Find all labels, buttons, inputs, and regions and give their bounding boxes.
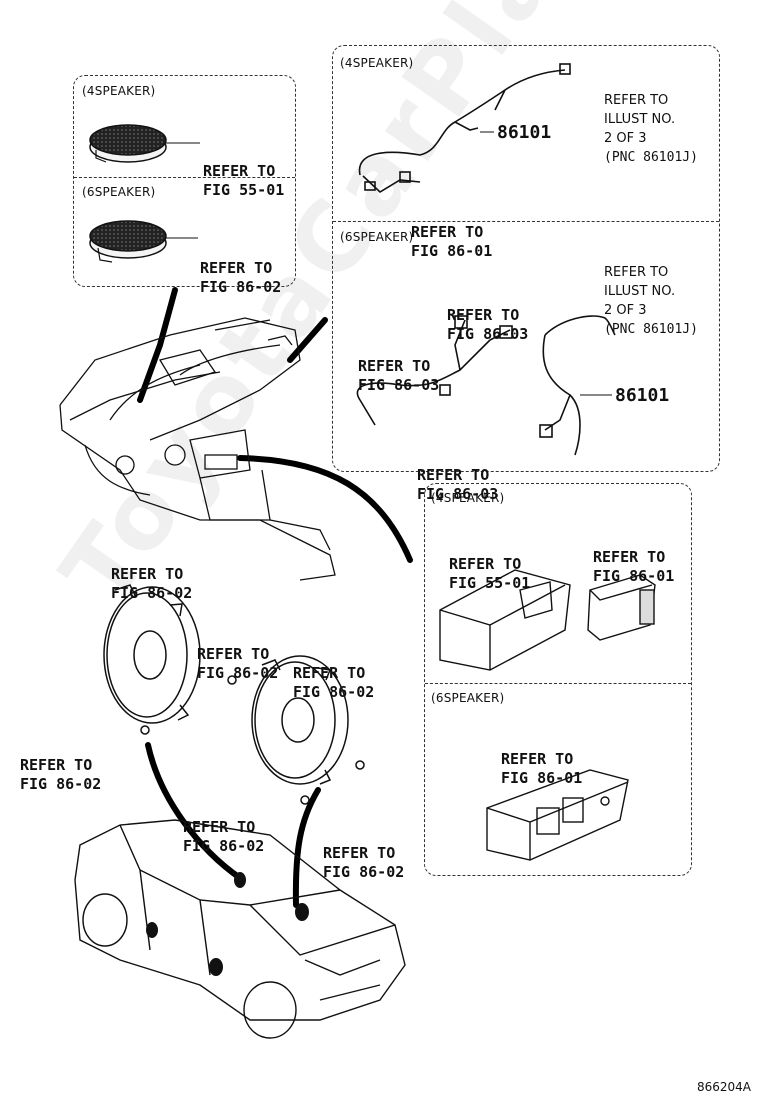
section-label-harness-6speaker: (6SPEAKER) (340, 230, 414, 244)
part-number-harness-4speaker[interactable]: 86101 (497, 122, 552, 143)
tweeter-panel (73, 75, 296, 287)
part-number-harness-6speaker[interactable]: 86101 (615, 385, 670, 406)
harness-4speaker-image (358, 63, 571, 193)
section-label-harness-4speaker: (4SPEAKER) (340, 56, 414, 70)
car-illustration (74, 819, 406, 1039)
switch-panel (424, 483, 692, 876)
section-label-tweeter-4speaker: (4SPEAKER) (82, 84, 156, 98)
rear-speaker-image (251, 655, 365, 805)
harness-6speaker-image (356, 315, 616, 456)
section-label-switch-6speaker: (6SPEAKER) (431, 691, 505, 705)
front-speaker-image (103, 584, 237, 735)
harness-divider (333, 221, 719, 222)
section-label-switch-4speaker: (4SPEAKER) (431, 491, 505, 505)
speaker-location-marks (146, 872, 309, 976)
dashboard-illustration (59, 317, 336, 581)
switch-divider (425, 683, 691, 684)
tweeter-4speaker-image (89, 124, 200, 163)
illustration-id: 866204A (697, 1080, 752, 1094)
tweeter-6speaker-image (89, 220, 198, 263)
tweeter-divider (74, 177, 295, 178)
harness-panel (332, 45, 720, 472)
switch-4speaker-image (439, 569, 656, 671)
switch-6speaker-image (486, 769, 629, 861)
section-label-tweeter-6speaker: (6SPEAKER) (82, 185, 156, 199)
